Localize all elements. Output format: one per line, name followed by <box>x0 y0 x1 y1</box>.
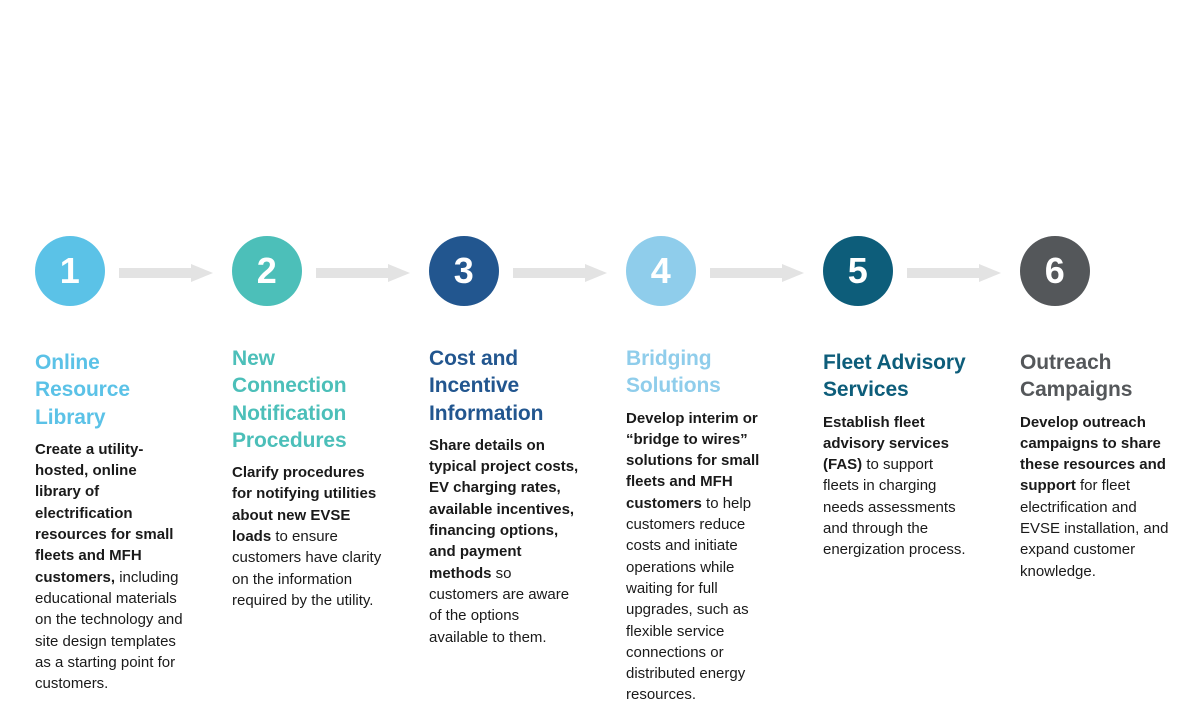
step-body-rest-3: so customers are aware of the options av… <box>429 564 570 646</box>
step-body-bold-2: Clarify procedures for notifying utiliti… <box>232 464 377 546</box>
step-body-rest-2: to ensure customers have clarity on the … <box>232 528 382 609</box>
step-body-bold-1: Create a utility-hosted, online library … <box>35 440 174 586</box>
step-body-rest-1: including educational materials on the t… <box>35 568 183 693</box>
step-body-bold-3: Share details on typical project costs, … <box>429 436 579 582</box>
step-number-circle-4: 4 <box>626 236 696 306</box>
step-heading-6: Outreach Campaigns <box>1020 351 1133 402</box>
arrow-head <box>979 264 1001 282</box>
step-heading-3: Cost and Incentive Information <box>429 347 544 425</box>
step-badge-row-5: 5 <box>823 236 1001 332</box>
arrow-right-icon-2 <box>316 264 414 282</box>
step-number-circle-6: 6 <box>1020 236 1090 306</box>
step-body-rest-5: to support fleets in charging needs asse… <box>823 456 966 559</box>
arrow-right-icon-5 <box>907 264 1005 282</box>
step-body-2: Clarify procedures for notifying utiliti… <box>232 462 382 611</box>
step-badge-row-2: 2 <box>232 236 410 332</box>
arrow-shaft <box>907 268 983 278</box>
step-body-5: Establish fleet advisory services (FAS) … <box>823 412 973 561</box>
step-heading-1: Online Resource Library <box>35 351 130 429</box>
step-number-circle-1: 1 <box>35 236 105 306</box>
step-badge-row-4: 4 <box>626 236 804 332</box>
step-badge-row-3: 3 <box>429 236 607 332</box>
step-heading-2: New Connection Notification Procedures <box>232 347 347 452</box>
step-body-bold-5: Establish fleet advisory services (FAS) <box>823 413 949 474</box>
process-flow: 1 Online Resource Library Create a utili… <box>0 236 1200 706</box>
arrow-shaft <box>513 268 589 278</box>
process-step-2: 2 New Connection Notification Procedures… <box>197 236 410 611</box>
arrow-head <box>388 264 410 282</box>
process-step-6: 6 Outreach Campaigns Develop outreach ca… <box>985 236 1182 582</box>
step-number-circle-5: 5 <box>823 236 893 306</box>
arrow-shaft <box>710 268 786 278</box>
step-badge-row-1: 1 <box>35 236 213 332</box>
arrow-head <box>191 264 213 282</box>
step-number-circle-2: 2 <box>232 236 302 306</box>
infographic-canvas: 1 Online Resource Library Create a utili… <box>35 236 1169 704</box>
arrow-shaft <box>316 268 392 278</box>
step-body-3: Share details on typical project costs, … <box>429 435 579 648</box>
arrow-shaft <box>119 268 195 278</box>
process-step-5: 5 Fleet Advisory Services Establish flee… <box>788 236 1001 561</box>
step-body-bold-4: Develop interim or “bridge to wires” sol… <box>626 409 760 512</box>
step-heading-4: Bridging Solutions <box>626 347 721 398</box>
step-body-6: Develop outreach campaigns to share thes… <box>1020 412 1178 582</box>
process-step-4: 4 Bridging Solutions Develop interim or … <box>591 236 804 706</box>
step-heading-5: Fleet Advisory Services <box>823 351 966 402</box>
step-body-1: Create a utility-hosted, online library … <box>35 439 185 695</box>
arrow-head <box>585 264 607 282</box>
step-body-bold-6: Develop outreach campaigns to share thes… <box>1020 413 1166 495</box>
step-number-circle-3: 3 <box>429 236 499 306</box>
step-body-4: Develop interim or “bridge to wires” sol… <box>626 408 776 706</box>
step-body-rest-4: to help customers reduce costs and initi… <box>626 494 752 704</box>
process-step-3: 3 Cost and Incentive Information Share d… <box>394 236 607 648</box>
step-body-rest-6: for fleet electrification and EVSE insta… <box>1020 477 1169 580</box>
arrow-head <box>782 264 804 282</box>
step-badge-row-6: 6 <box>1020 236 1178 332</box>
process-step-1: 1 Online Resource Library Create a utili… <box>0 236 213 695</box>
arrow-right-icon-1 <box>119 264 217 282</box>
arrow-right-icon-3 <box>513 264 611 282</box>
arrow-right-icon-4 <box>710 264 808 282</box>
